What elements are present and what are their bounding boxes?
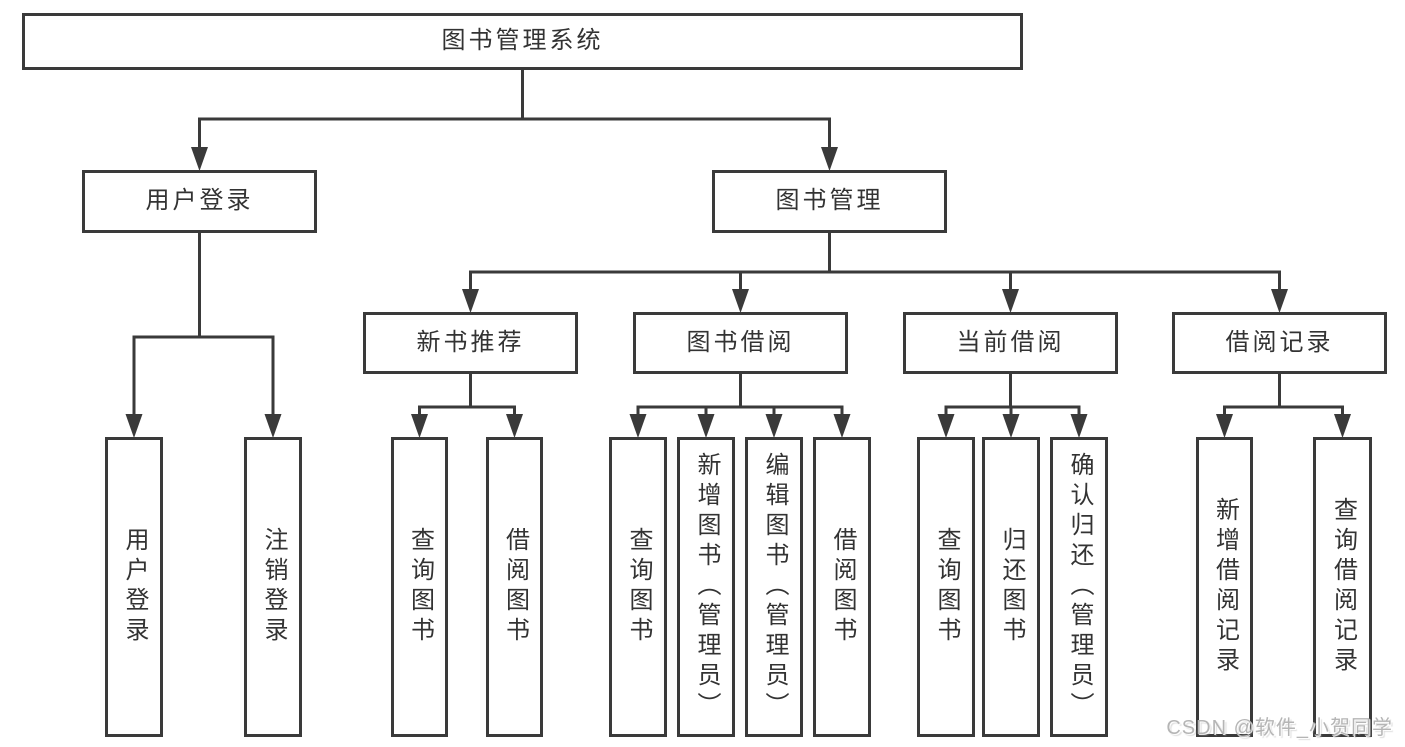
node-label-leaf-bb-query: 查询图书 — [625, 527, 652, 647]
node-label-book-mgmt: 图书管理 — [775, 187, 884, 215]
node-user-login: 用户登录 — [82, 170, 317, 233]
arrowhead-icon — [1070, 414, 1088, 438]
node-current-borrow: 当前借阅 — [903, 312, 1118, 374]
node-new-book-rec: 新书推荐 — [363, 312, 578, 374]
arrowhead-icon — [125, 414, 143, 438]
arrowhead-icon — [833, 414, 851, 438]
arrowhead-icon — [765, 414, 783, 438]
node-label-leaf-logout: 注销登录 — [260, 527, 287, 647]
node-label-leaf-br-query: 查询借阅记录 — [1329, 497, 1357, 677]
arrowhead-icon — [937, 414, 955, 438]
node-label-leaf-rec-borrow: 借阅图书 — [501, 527, 529, 647]
arrowhead-icon — [629, 414, 647, 438]
node-label-leaf-cb-return: 归还图书 — [998, 527, 1025, 647]
node-leaf-bb-edit: 编辑图书（管理员） — [745, 437, 803, 737]
node-label-current-borrow: 当前借阅 — [956, 328, 1065, 356]
arrowhead-icon — [191, 147, 208, 171]
arrowhead-icon — [1334, 414, 1351, 438]
arrowhead-icon — [1002, 414, 1020, 438]
arrowhead-icon — [1271, 289, 1288, 313]
arrowhead-icon — [697, 414, 715, 438]
node-borrow-record: 借阅记录 — [1172, 312, 1387, 374]
node-leaf-rec-borrow: 借阅图书 — [486, 437, 543, 737]
arrowhead-icon — [732, 289, 749, 313]
node-label-leaf-bb-edit: 编辑图书（管理员） — [761, 452, 788, 722]
node-label-leaf-cb-confirm: 确认归还（管理员） — [1066, 452, 1093, 722]
arrowhead-icon — [506, 414, 523, 438]
node-label-leaf-rec-query: 查询图书 — [406, 527, 434, 647]
node-leaf-br-add: 新增借阅记录 — [1196, 437, 1253, 737]
node-label-root: 图书管理系统 — [441, 27, 604, 55]
node-label-leaf-br-add: 新增借阅记录 — [1211, 497, 1239, 677]
arrowhead-icon — [462, 289, 479, 313]
node-label-book-borrow: 图书借阅 — [686, 328, 795, 356]
node-leaf-bb-borrow: 借阅图书 — [813, 437, 871, 737]
arrowhead-icon — [1216, 414, 1233, 438]
node-leaf-user-login: 用户登录 — [105, 437, 163, 737]
node-leaf-br-query: 查询借阅记录 — [1313, 437, 1372, 737]
arrowhead-icon — [411, 414, 428, 438]
node-label-user-login: 用户登录 — [145, 187, 254, 215]
node-leaf-logout: 注销登录 — [244, 437, 302, 737]
node-leaf-bb-query: 查询图书 — [609, 437, 667, 737]
node-label-leaf-bb-borrow: 借阅图书 — [829, 527, 856, 647]
node-leaf-rec-query: 查询图书 — [391, 437, 448, 737]
node-leaf-bb-add: 新增图书（管理员） — [677, 437, 735, 737]
node-label-leaf-user-login: 用户登录 — [121, 527, 148, 647]
node-leaf-cb-query: 查询图书 — [917, 437, 975, 737]
arrowhead-icon — [821, 147, 838, 171]
node-label-leaf-bb-add: 新增图书（管理员） — [693, 452, 720, 722]
node-leaf-cb-confirm: 确认归还（管理员） — [1050, 437, 1108, 737]
csdn-watermark: CSDN @软件_小贺同学 — [1166, 717, 1393, 739]
node-label-new-book-rec: 新书推荐 — [416, 328, 525, 356]
node-leaf-cb-return: 归还图书 — [982, 437, 1040, 737]
node-book-borrow: 图书借阅 — [633, 312, 848, 374]
node-root: 图书管理系统 — [22, 13, 1023, 70]
node-book-mgmt: 图书管理 — [712, 170, 947, 233]
arrowhead-icon — [1002, 289, 1019, 313]
arrowhead-icon — [264, 414, 282, 438]
node-label-leaf-cb-query: 查询图书 — [933, 527, 960, 647]
node-label-borrow-record: 借阅记录 — [1225, 328, 1334, 356]
